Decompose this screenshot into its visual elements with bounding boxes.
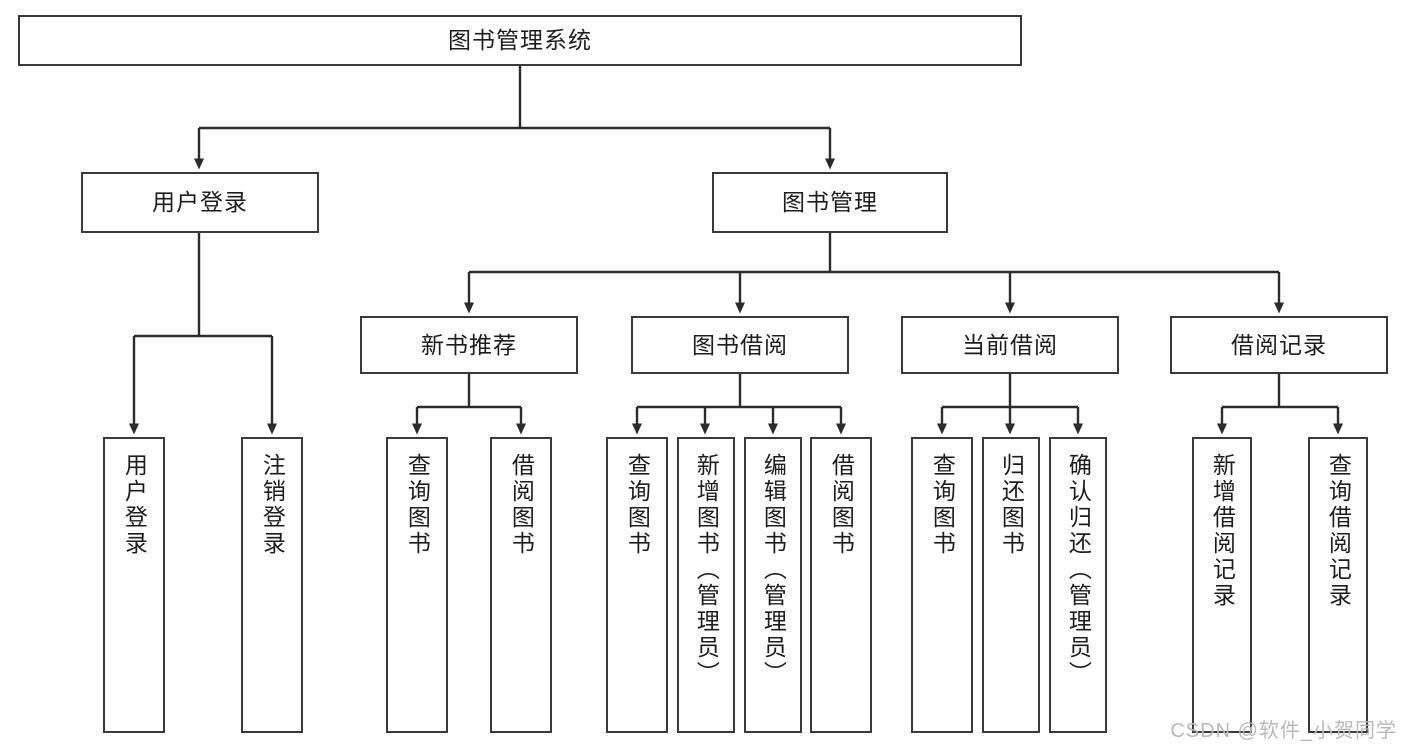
node-book-management[interactable]: 图书管理 — [712, 172, 948, 233]
node-label: 当前借阅 — [962, 331, 1058, 358]
node-label: 注销登录 — [259, 453, 286, 557]
node-label: 借阅图书 — [828, 453, 855, 557]
node-label: 查询图书 — [929, 453, 956, 557]
node-leaf-borrow-book-recommend[interactable]: 借阅图书 — [490, 437, 552, 733]
node-label: 图书借阅 — [692, 331, 788, 358]
node-leaf-query-book-recommend[interactable]: 查询图书 — [386, 437, 448, 733]
node-label: 图书管理 — [782, 189, 878, 215]
node-leaf-query-borrow-record[interactable]: 查询借阅记录 — [1308, 437, 1368, 733]
node-leaf-edit-book[interactable]: 编辑图书（管理员） — [744, 437, 802, 733]
node-leaf-user-login[interactable]: 用户登录 — [103, 437, 165, 733]
node-new-book-recommend[interactable]: 新书推荐 — [360, 316, 578, 374]
node-leaf-add-borrow-record[interactable]: 新增借阅记录 — [1192, 437, 1252, 733]
node-label: 确认归还（管理员） — [1065, 453, 1092, 687]
node-label: 借阅图书 — [508, 453, 535, 557]
node-label: 编辑图书（管理员） — [760, 453, 787, 687]
node-label: 查询图书 — [624, 453, 651, 557]
node-leaf-return-book[interactable]: 归还图书 — [982, 437, 1040, 733]
csdn-watermark: CSDN @软件_小贺同学 — [1170, 720, 1397, 742]
node-current-borrow[interactable]: 当前借阅 — [901, 316, 1119, 374]
node-label: 查询借阅记录 — [1325, 453, 1352, 609]
node-borrow-record[interactable]: 借阅记录 — [1170, 316, 1388, 374]
node-label: 用户登录 — [121, 453, 148, 557]
node-label: 新书推荐 — [421, 331, 517, 358]
node-leaf-user-logout[interactable]: 注销登录 — [241, 437, 303, 733]
node-leaf-add-book[interactable]: 新增图书（管理员） — [677, 437, 735, 733]
node-label: 用户登录 — [152, 189, 248, 215]
node-label: 新增图书（管理员） — [693, 453, 720, 687]
node-user-login[interactable]: 用户登录 — [81, 172, 319, 233]
node-label: 新增借阅记录 — [1209, 453, 1236, 609]
node-label: 归还图书 — [998, 453, 1025, 557]
node-label: 查询图书 — [404, 453, 431, 557]
node-book-borrow[interactable]: 图书借阅 — [631, 316, 849, 374]
node-leaf-query-book-current[interactable]: 查询图书 — [911, 437, 973, 733]
node-leaf-query-book-borrow[interactable]: 查询图书 — [606, 437, 668, 733]
node-leaf-confirm-return[interactable]: 确认归还（管理员） — [1049, 437, 1107, 733]
node-label: 借阅记录 — [1231, 331, 1327, 358]
node-leaf-borrow-book-borrow[interactable]: 借阅图书 — [810, 437, 872, 733]
node-label: 图书管理系统 — [448, 27, 592, 53]
node-root-book-management-system[interactable]: 图书管理系统 — [18, 15, 1022, 66]
